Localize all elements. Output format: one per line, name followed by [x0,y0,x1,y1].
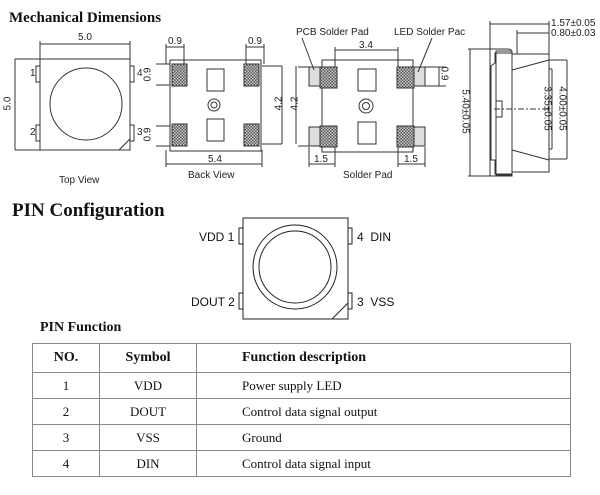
cell-description: Ground [196,424,571,451]
side-view-package [468,21,568,177]
top-pin-2-label: 2 [30,127,36,138]
back-view-caption: Back View [188,170,235,181]
mechanical-drawing [14,21,568,177]
side-total-thickness-dim: 1.57±0.05 [551,18,596,29]
top-view-height-dim: 5.0 [2,96,14,111]
cell-no: 3 [32,424,100,451]
table-row: 1 VDD Power supply LED [32,372,571,399]
table-row: 4 DIN Control data signal input [32,450,571,477]
back-overall-width-dim: 5.4 [208,154,222,165]
pin-4-label: 4 DIN [357,230,392,244]
table-row: 2 DOUT Control data signal output [32,398,571,425]
led-solder-pad-label: LED Solder Pac [394,27,466,38]
pin-4-lead [347,227,353,245]
top-view-package [14,41,135,151]
side-lens-height-dim: 0.80±0.03 [551,28,596,39]
top-view-caption: Top View [59,175,100,186]
top-pin-4-label: 4 [137,68,143,79]
side-lens-dim: 4.00±0.05 [556,86,568,131]
pin-3-lead [347,292,353,310]
header-function: Function description [196,343,571,373]
cell-no: 2 [32,398,100,425]
solder-pad-spacing-dim: 3.4 [359,40,373,51]
pin-config-package-body [242,217,349,320]
top-pin-2-lead [35,124,41,142]
solder-pitch-dim: 4.2 [289,96,301,111]
cell-symbol: VSS [99,424,197,451]
header-symbol: Symbol [99,343,197,373]
pin-2-lead [238,292,244,310]
pin-function-table: NO. Symbol Function description 1 VDD Po… [32,343,571,477]
top-pin-1-lead [35,65,41,83]
cell-no: 4 [32,450,100,477]
mechanical-dimensions-title: Mechanical Dimensions [9,10,162,26]
pin-config-lens-inner [258,230,332,304]
back-view-package [156,44,297,167]
back-pitch-dim: 4.2 [273,96,285,111]
cell-description: Control data signal output [196,398,571,425]
back-pad-height-bottom-dim: 0.9 [142,127,154,142]
pin-config-lens-outer [252,224,338,310]
pcb-solder-pad-label: PCB Solder Pad [296,27,369,38]
cell-no: 1 [32,372,100,399]
cell-description: Power supply LED [196,372,571,399]
back-pad-height-top-dim: 0.9 [142,67,154,82]
solder-pad-length-left-dim: 1.5 [314,154,328,165]
pin-3-label: 3 VSS [357,295,395,309]
table-row: 3 VSS Ground [32,424,571,451]
back-pad-width-right-dim: 0.9 [248,36,262,47]
header-no: NO. [32,343,100,373]
top-pin-1-label: 1 [30,68,36,79]
solder-pad-layout [298,37,446,167]
pin-2-label: DOUT 2 [191,295,235,309]
solder-pad-length-right-dim: 1.5 [404,154,418,165]
cell-symbol: VDD [99,372,197,399]
cell-description: Control data signal input [196,450,571,477]
side-inner-dim: 3.35±0.05 [541,86,553,131]
pin-1-lead [238,227,244,245]
solder-pad-height-dim: 0.9 [438,66,450,81]
pin-function-title: PIN Function [40,320,122,335]
top-pin-4-lead [129,65,135,83]
top-view-width-dim: 5.0 [78,32,92,43]
table-header-row: NO. Symbol Function description [32,343,571,373]
top-pin-3-label: 3 [137,127,143,138]
solder-pad-caption: Solder Pad [343,170,393,181]
pin-configuration-title: PIN Configuration [12,200,165,221]
pin-1-label: VDD 1 [199,230,235,244]
top-pin-3-lead [129,124,135,142]
side-body-length-dim: 5.40±0.05 [459,89,471,134]
back-pad-width-left-dim: 0.9 [168,36,182,47]
cell-symbol: DIN [99,450,197,477]
cell-symbol: DOUT [99,398,197,425]
